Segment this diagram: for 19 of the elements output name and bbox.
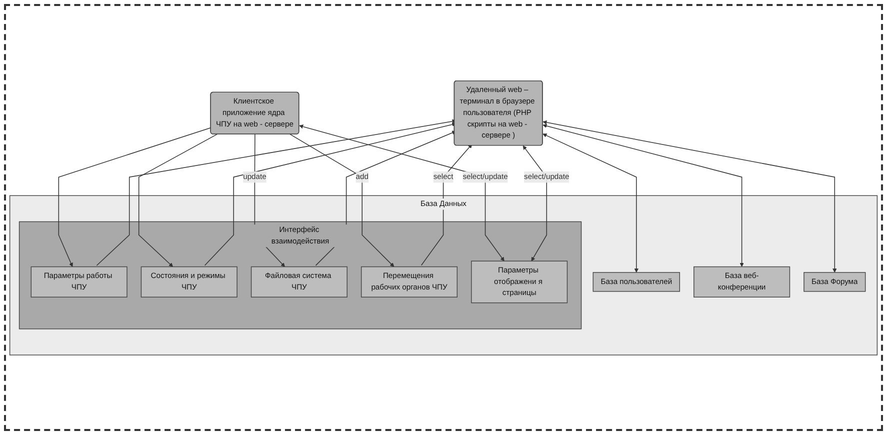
arrow [542,133,638,272]
node-box [140,266,238,298]
arrow [542,120,837,272]
node-box [360,266,458,298]
node-box [694,266,790,298]
node-box [592,272,680,292]
node-box [471,260,568,303]
arrow [290,133,394,267]
arrow [522,145,548,261]
node-box [250,266,348,298]
cluster [9,194,878,355]
arrow [58,126,212,267]
arrow [542,123,744,267]
arrow [420,144,472,266]
node-box [30,266,128,298]
cluster [18,220,582,329]
node-box [804,272,866,292]
arrow [138,133,218,267]
arrow [299,124,504,261]
